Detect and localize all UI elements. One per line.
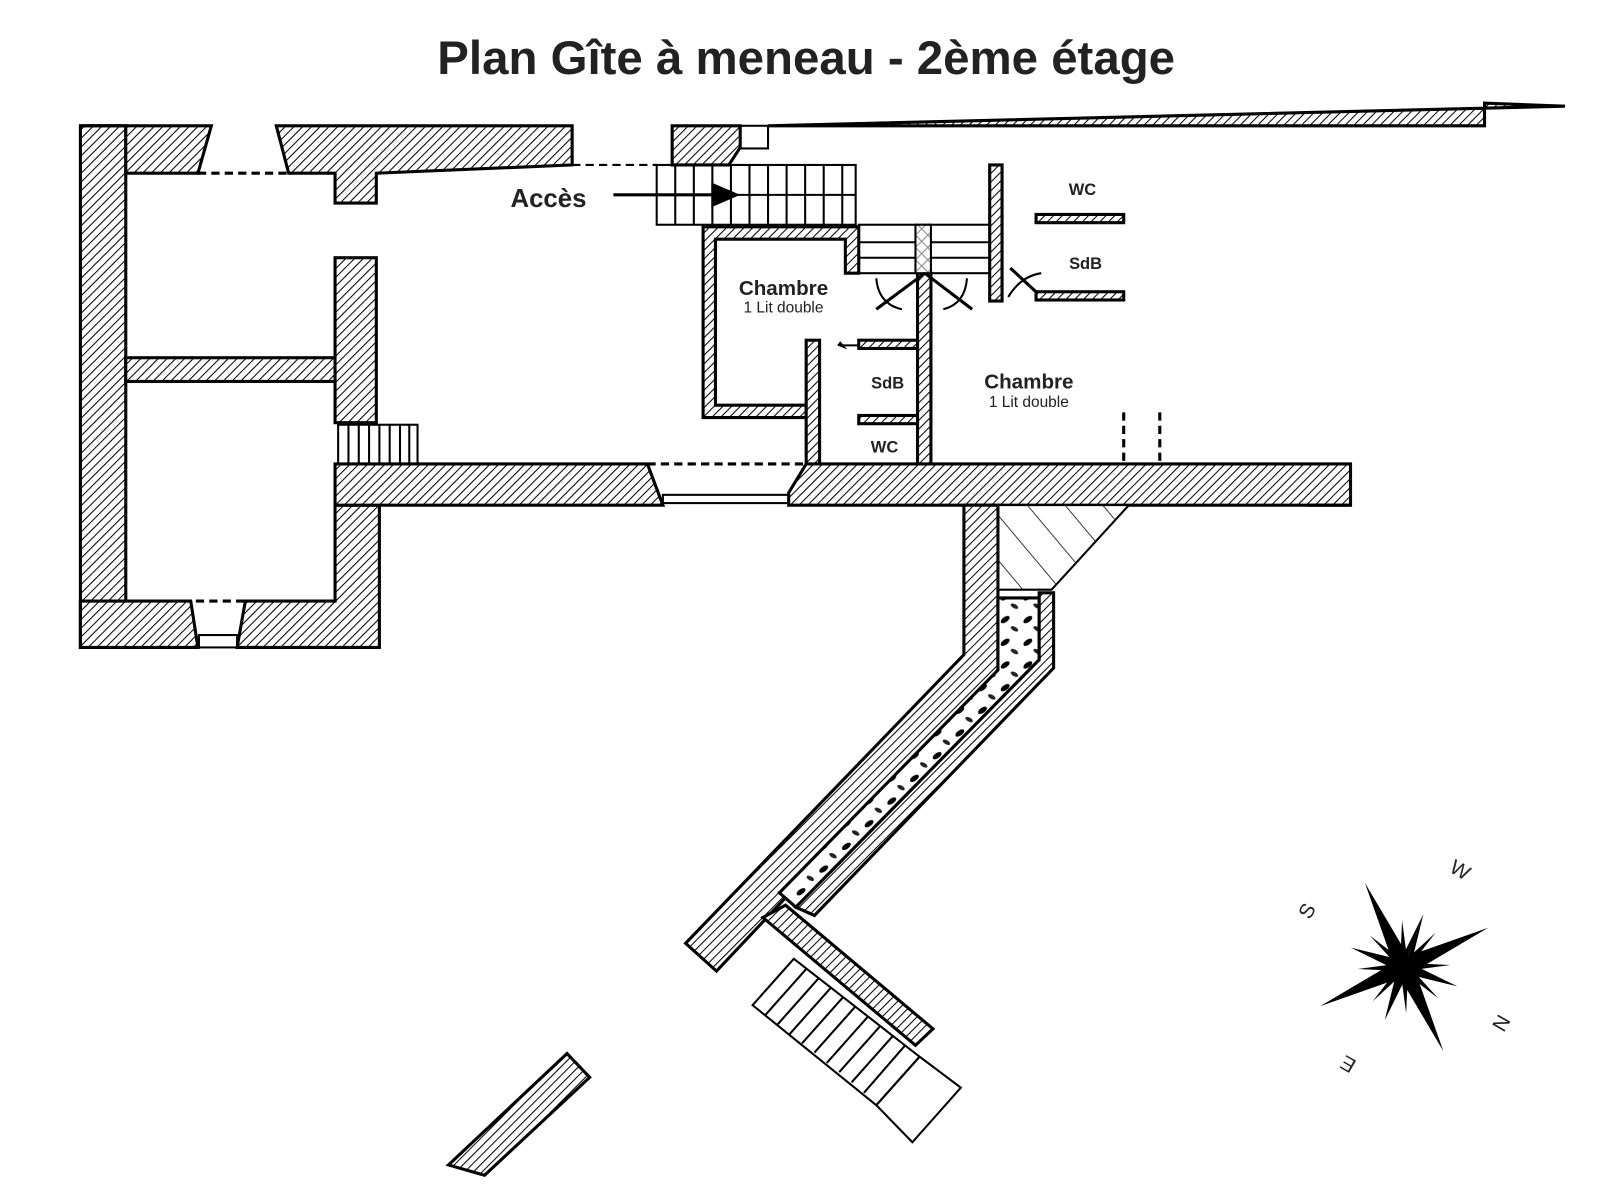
- access-arrow-icon: [613, 182, 741, 208]
- left-building-walls: [78, 124, 657, 649]
- door-icons: [837, 266, 1042, 350]
- sdb-label-1: SdB: [1069, 255, 1102, 273]
- compass-s: S: [1294, 899, 1321, 922]
- compass-w: W: [1446, 855, 1475, 885]
- plan-title: Plan Gîte à meneau - 2ème étage: [437, 32, 1175, 85]
- compass-n: N: [1487, 1011, 1514, 1035]
- bottom-stairs: [751, 957, 963, 1144]
- room-1-detail: 1 Lit double: [744, 299, 824, 316]
- access-label: Accès: [510, 185, 586, 213]
- room-2-name: Chambre: [984, 371, 1073, 394]
- compass-e: E: [1337, 1050, 1360, 1077]
- small-stairs: [337, 423, 419, 465]
- wc-label-2: WC: [871, 439, 899, 457]
- top-right-walls: [670, 101, 1566, 464]
- corridor-walls: [333, 423, 1353, 507]
- room-2-detail: 1 Lit double: [989, 394, 1069, 411]
- wc-label-1: WC: [1069, 181, 1097, 199]
- room-1-name: Chambre: [739, 277, 828, 300]
- compass-rose-icon: S W N E: [1294, 855, 1514, 1077]
- south-wing: [445, 503, 1351, 1177]
- sdb-label-2: SdB: [871, 375, 904, 393]
